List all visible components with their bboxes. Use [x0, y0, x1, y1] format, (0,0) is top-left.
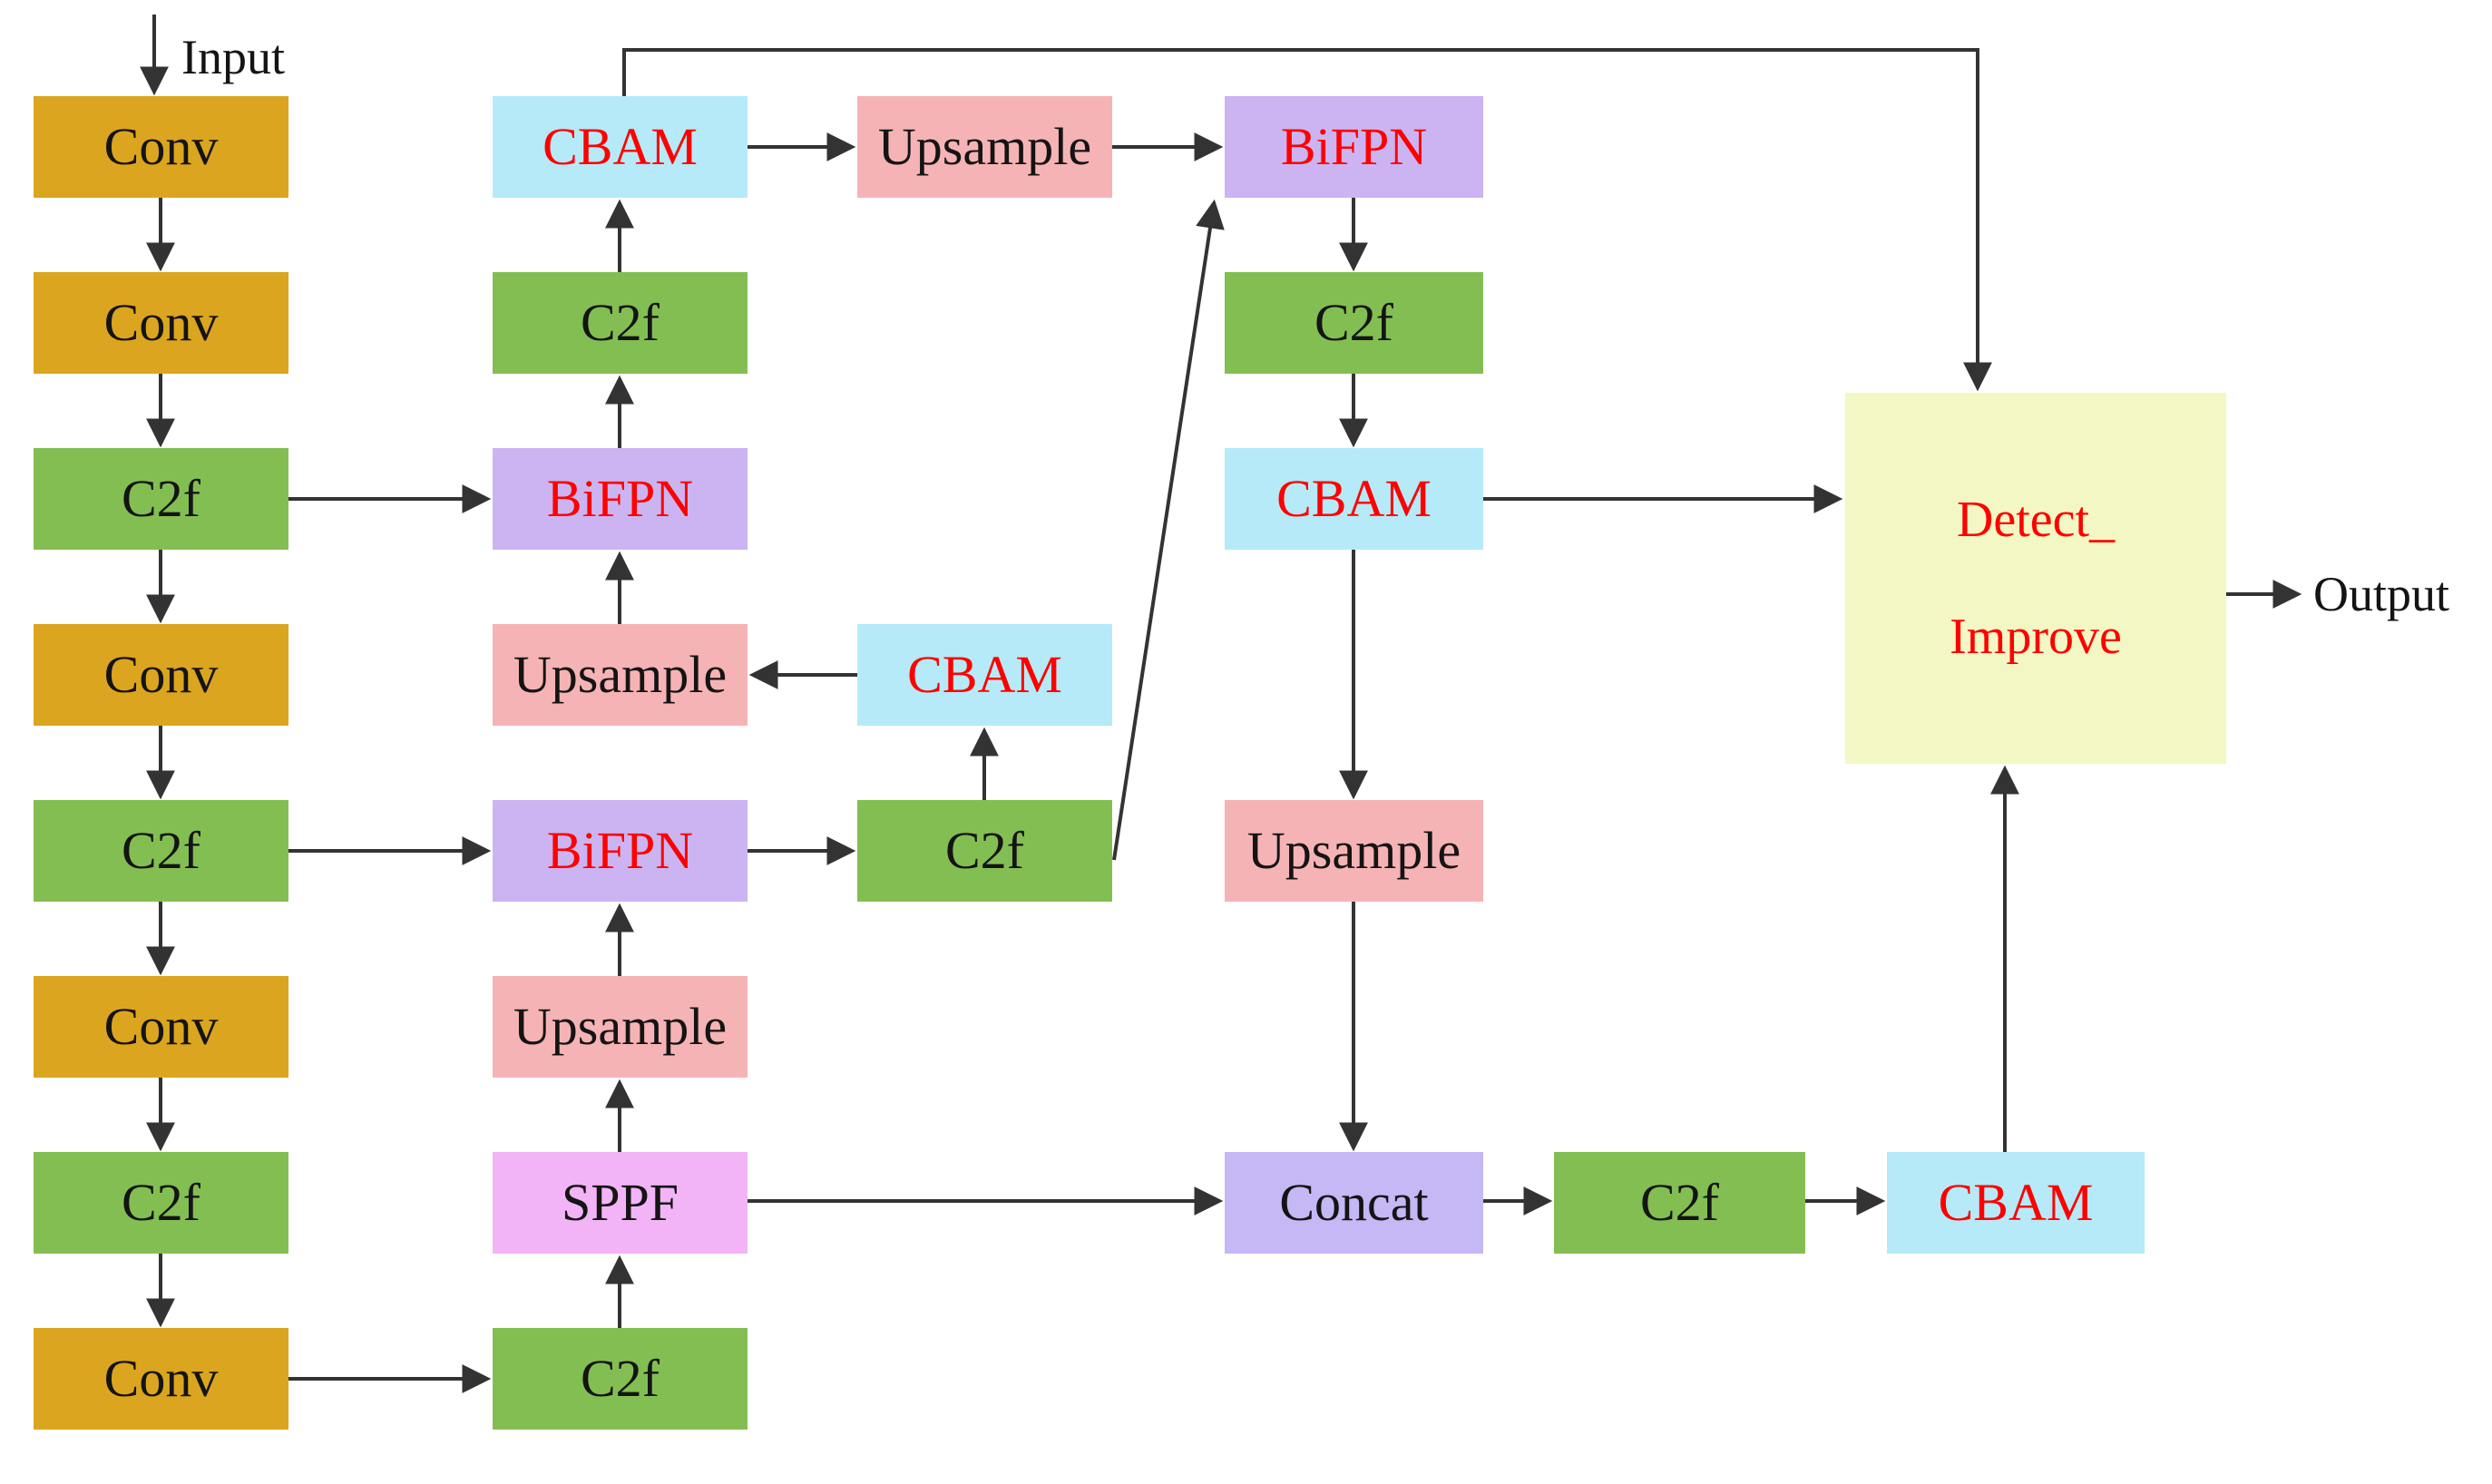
upsample-b6-label: Upsample: [513, 997, 728, 1056]
bifpn-b5-node: BiFPN: [493, 800, 748, 902]
cbam-d3-label: CBAM: [1276, 469, 1432, 528]
c2f-3-label: C2f: [122, 469, 200, 528]
input-label: Input: [181, 30, 285, 84]
c2f-5-label: C2f: [122, 821, 200, 880]
detect-node: Detect_ Improve: [1845, 393, 2226, 764]
c2f-b2-label: C2f: [581, 293, 660, 352]
cbam-f7-label: CBAM: [1938, 1173, 2094, 1232]
bifpn-d1-label: BiFPN: [1280, 117, 1428, 176]
upsample-d5-node: Upsample: [1225, 800, 1483, 902]
cbam-b1-node: CBAM: [493, 96, 748, 198]
conv-6-node: Conv: [34, 976, 288, 1078]
cbam-f7-node: CBAM: [1887, 1152, 2145, 1254]
c2f-5-node: C2f: [34, 800, 288, 902]
cbam-c4-node: CBAM: [857, 624, 1112, 726]
upsample-d5-label: Upsample: [1246, 821, 1461, 880]
conv-4-node: Conv: [34, 624, 288, 726]
c2f-3-node: C2f: [34, 448, 288, 550]
edge-c2f-c5-to-bifpn-d1: [1112, 199, 1225, 861]
concat-d7-node: Concat: [1225, 1152, 1483, 1254]
upsample-b4-label: Upsample: [513, 645, 728, 704]
detect-label: Detect_ Improve: [1950, 491, 2122, 665]
c2f-c5-node: C2f: [857, 800, 1112, 902]
c2f-e7-label: C2f: [1640, 1173, 1719, 1232]
upsample-b4-node: Upsample: [493, 624, 748, 726]
concat-d7-label: Concat: [1279, 1173, 1429, 1232]
c2f-7-label: C2f: [122, 1173, 200, 1232]
cbam-b1-label: CBAM: [542, 117, 698, 176]
c2f-d2-node: C2f: [1225, 272, 1483, 374]
c2f-b2-node: C2f: [493, 272, 748, 374]
sppf-b7-label: SPPF: [561, 1173, 679, 1232]
c2f-e7-node: C2f: [1554, 1152, 1805, 1254]
conv-1-label: Conv: [103, 117, 219, 176]
c2f-7-node: C2f: [34, 1152, 288, 1254]
cbam-d3-node: CBAM: [1225, 448, 1483, 550]
bifpn-b3-node: BiFPN: [493, 448, 748, 550]
conv-1-node: Conv: [34, 96, 288, 198]
conv-4-label: Conv: [103, 645, 219, 704]
output-label: Output: [2313, 567, 2450, 621]
sppf-b7-node: SPPF: [493, 1152, 748, 1254]
upsample-c1-label: Upsample: [877, 117, 1092, 176]
conv-6-label: Conv: [103, 997, 219, 1056]
upsample-b6-node: Upsample: [493, 976, 748, 1078]
c2f-c5-label: C2f: [945, 821, 1024, 880]
conv-8-node: Conv: [34, 1328, 288, 1430]
c2f-b8-label: C2f: [581, 1349, 660, 1408]
bifpn-b3-label: BiFPN: [546, 469, 694, 528]
bifpn-d1-node: BiFPN: [1225, 96, 1483, 198]
bifpn-b5-label: BiFPN: [546, 821, 694, 880]
upsample-c1-node: Upsample: [857, 96, 1112, 198]
c2f-b8-node: C2f: [493, 1328, 748, 1430]
conv-2-node: Conv: [34, 272, 288, 374]
cbam-c4-label: CBAM: [907, 645, 1062, 704]
conv-2-label: Conv: [103, 293, 219, 352]
c2f-d2-label: C2f: [1314, 293, 1393, 352]
conv-8-label: Conv: [103, 1349, 219, 1408]
